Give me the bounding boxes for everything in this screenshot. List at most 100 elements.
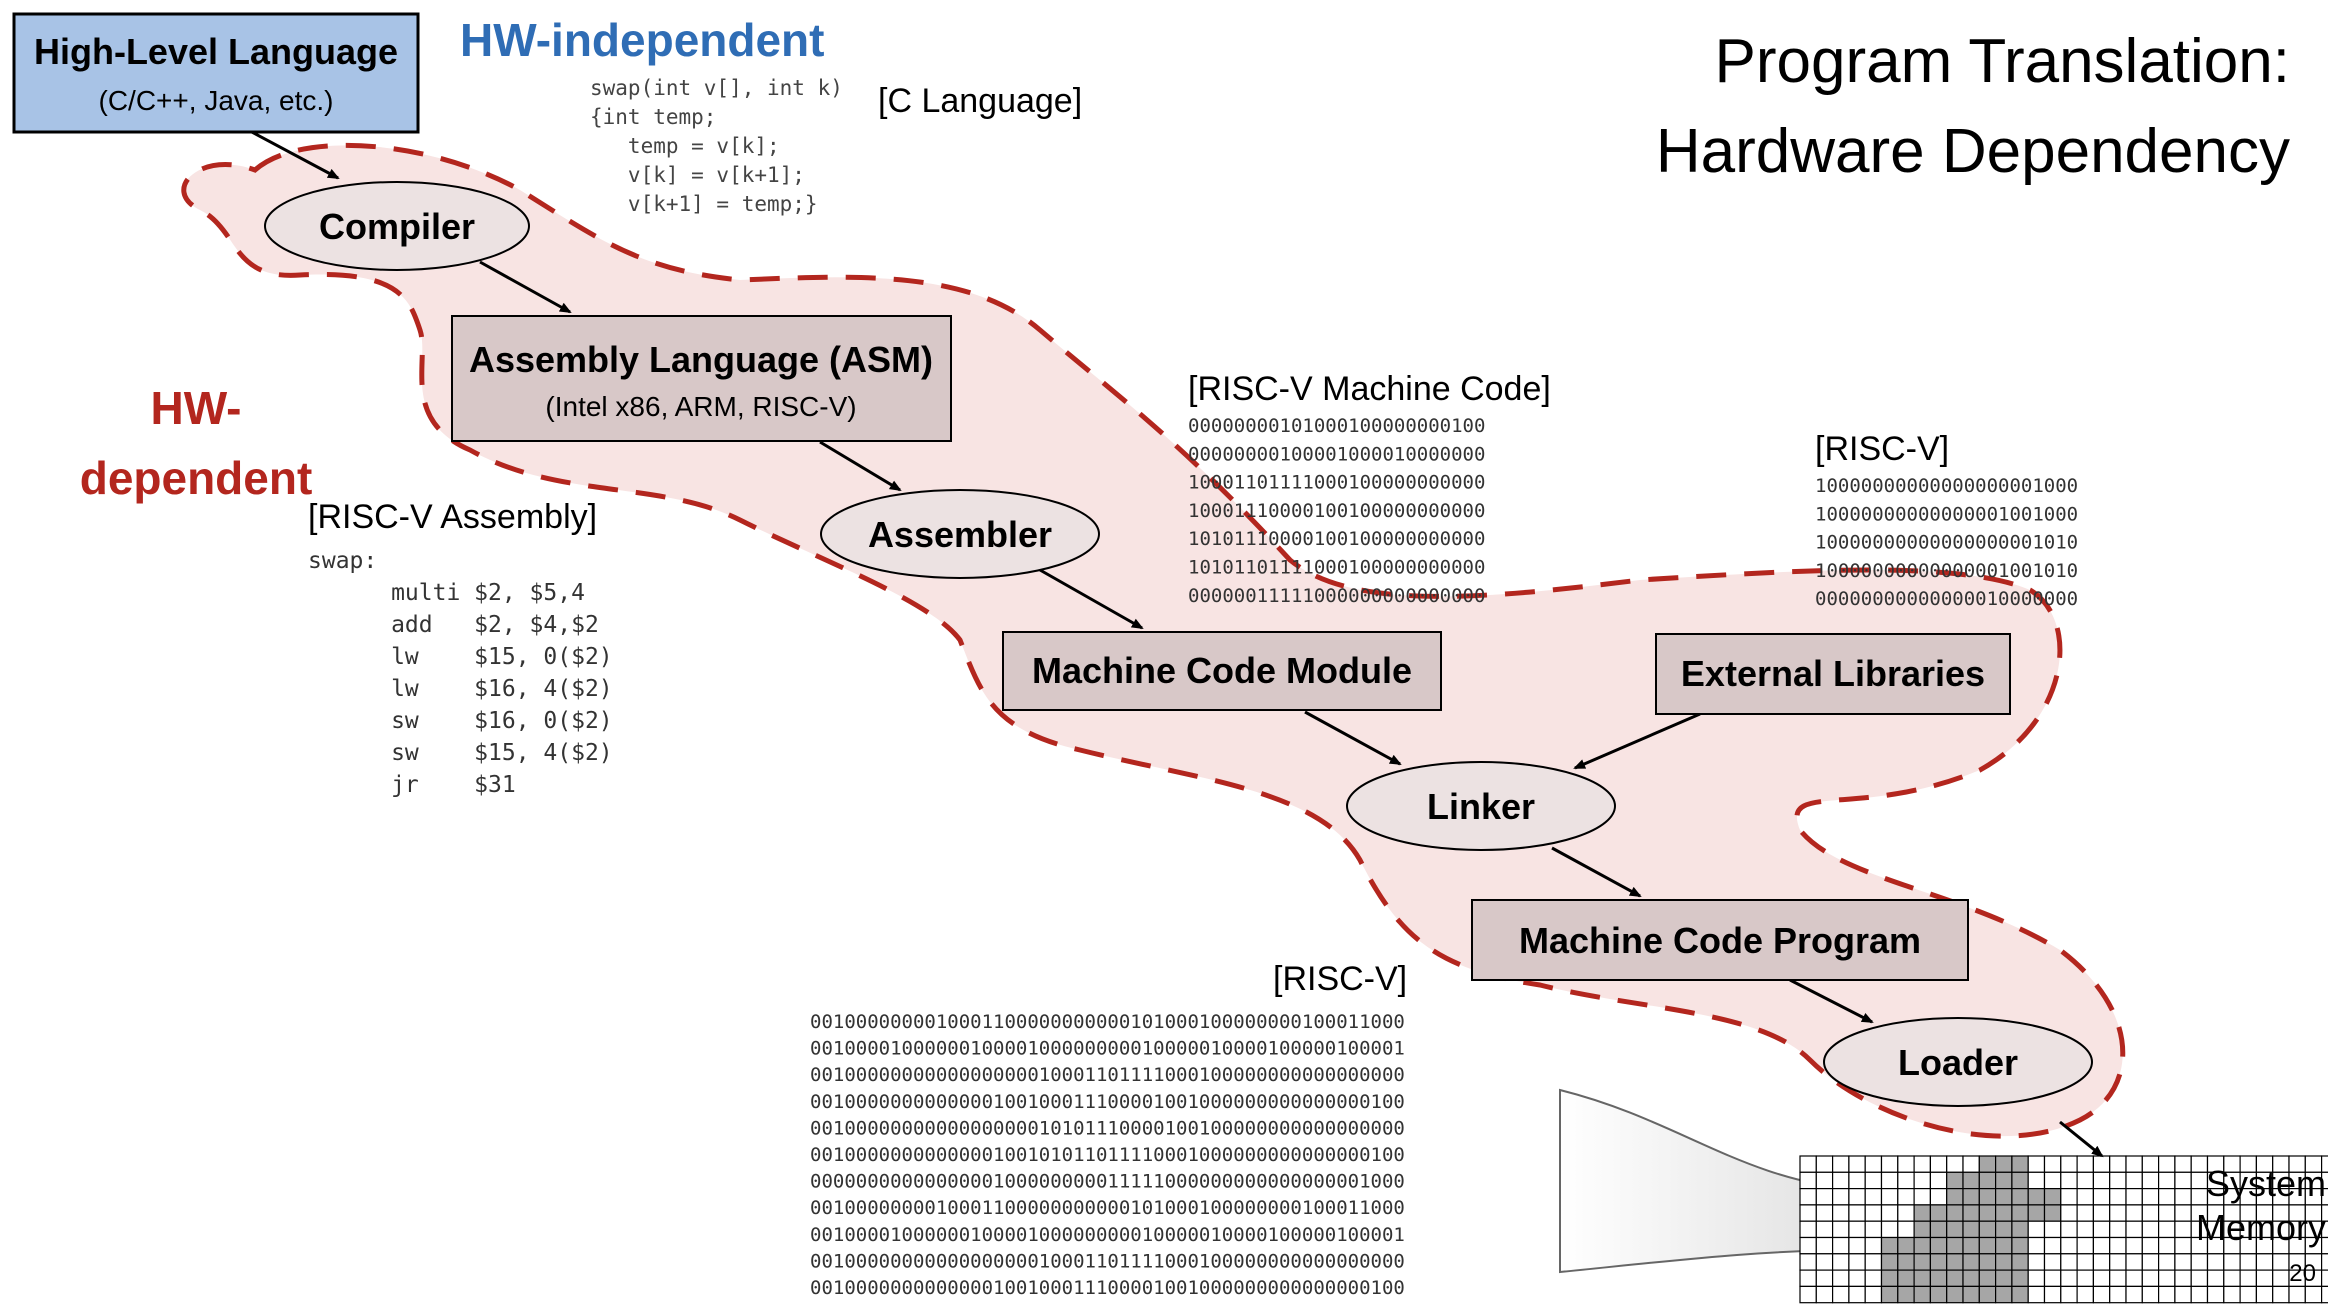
program-bits-line: 0010000000000000100100011100001001000000… [810, 1091, 1405, 1113]
memory-cell [1962, 1155, 1980, 1173]
memory-cell [1994, 1155, 2013, 1173]
memory-cell [2125, 1220, 2143, 1239]
memory-cell [1880, 1285, 1899, 1304]
memory-cell [1913, 1253, 1931, 1271]
memory-cell [2043, 1171, 2062, 1190]
assembler-label: Assembler [868, 514, 1052, 555]
memory-cell [2027, 1171, 2046, 1190]
memory-cell [1962, 1204, 1980, 1222]
program-bits-line: 0010000000010001100000000000101000100000… [810, 1011, 1405, 1033]
memory-cell [2174, 1171, 2192, 1190]
memory-cell [1913, 1204, 1931, 1222]
program-bits-line: 0010000100000010000100000000010000010000… [810, 1224, 1405, 1246]
memory-cell [2206, 1269, 2225, 1287]
memory-cell [2141, 1269, 2160, 1287]
memory-cell [1799, 1187, 1817, 1206]
memory-cell [2043, 1236, 2062, 1255]
memory-cell [1962, 1269, 1980, 1287]
memory-cell [2321, 1269, 2328, 1287]
memory-cell [2125, 1187, 2143, 1206]
hw-dependent-label-line1: HW- [150, 382, 241, 434]
memory-cell [2109, 1204, 2127, 1222]
memory-cell [2125, 1171, 2143, 1190]
library-bits-line: 10000000000000001001000 [1815, 503, 2078, 525]
memory-cell [2174, 1236, 2192, 1255]
memory-cell [2158, 1253, 2176, 1271]
memory-cell [1994, 1187, 2013, 1206]
memory-cell [2109, 1236, 2127, 1255]
memory-cell [1831, 1155, 1850, 1173]
memory-cell [2109, 1285, 2127, 1304]
machine-code-module-box: Machine Code Module [1002, 631, 1442, 711]
memory-cell [2011, 1220, 2029, 1239]
memory-cell [2321, 1187, 2328, 1206]
memory-cell [2141, 1187, 2160, 1206]
memory-cell [2043, 1220, 2062, 1239]
memory-cell [2109, 1220, 2127, 1239]
arrow-assembler-to-module [1039, 568, 1144, 630]
memory-cell [2174, 1285, 2192, 1304]
memory-cell [1799, 1220, 1817, 1239]
memory-cell [1978, 1155, 1997, 1173]
memory-cell [1815, 1253, 1834, 1271]
memory-cell [1880, 1204, 1899, 1222]
memory-cell [1848, 1236, 1866, 1255]
library-bits-line: 10000000000000001001010 [1815, 560, 2078, 582]
memory-cell [2092, 1253, 2111, 1271]
memory-cell [2321, 1285, 2328, 1304]
memory-cell [2125, 1204, 2143, 1222]
memory-cell [1978, 1285, 1997, 1304]
program-bits-line: 0010000000000000000010001101111000100000… [810, 1064, 1405, 1086]
memory-cell [2190, 1269, 2209, 1287]
memory-cell [1913, 1269, 1931, 1287]
memory-cell [1880, 1269, 1899, 1287]
c-source-line: {int temp; [590, 105, 716, 129]
library-bits-line: 10000000000000000001000 [1815, 475, 2078, 497]
assembly-line: multi $2, $5,4 [308, 580, 585, 606]
arrow-asm-to-assembler [819, 440, 902, 492]
memory-cell [1994, 1220, 2013, 1239]
memory-cell [1978, 1236, 1997, 1255]
linker-label: Linker [1427, 786, 1535, 827]
memory-cell [2174, 1155, 2192, 1173]
module-bits-line: 10101101111000100000000000 [1188, 557, 1485, 579]
program-bits-line: 0010000000000000100101011011110001000000… [810, 1144, 1405, 1166]
memory-cell [1831, 1220, 1850, 1239]
memory-cell [2109, 1155, 2127, 1173]
memory-cell [1831, 1253, 1850, 1271]
memory-cell [1848, 1171, 1866, 1190]
memory-cell [1815, 1285, 1834, 1304]
memory-cell [1929, 1253, 1948, 1271]
memory-cell [1897, 1285, 1915, 1304]
memory-cell [1897, 1204, 1915, 1222]
memory-cell [1962, 1236, 1980, 1255]
memory-cell [2321, 1204, 2328, 1222]
memory-cell [2141, 1285, 2160, 1304]
memory-cell [2060, 1269, 2078, 1287]
memory-cell [1815, 1269, 1834, 1287]
memory-cell [2076, 1171, 2095, 1190]
memory-cell [2321, 1220, 2328, 1239]
memory-cell [2076, 1236, 2095, 1255]
assembly-line: sw $16, 0($2) [308, 708, 613, 734]
program-bits-line: 0010000000000000000010101110000100100000… [810, 1117, 1405, 1139]
memory-cell [1864, 1253, 1883, 1271]
memory-cell [1962, 1220, 1980, 1239]
riscv-libraries-label: [RISC-V] [1815, 430, 1949, 468]
assembly-line: lw $15, 0($2) [308, 644, 613, 670]
riscv-machine-code-label: [RISC-V Machine Code] [1188, 370, 1551, 408]
memory-cell [1864, 1220, 1883, 1239]
memory-cell [1848, 1269, 1866, 1287]
memory-cell [2321, 1171, 2328, 1190]
memory-cell [1880, 1155, 1899, 1173]
assembly-line: lw $16, 4($2) [308, 676, 613, 702]
memory-cell [1799, 1285, 1817, 1304]
assembly-language-subtitle: (Intel x86, ARM, RISC-V) [545, 391, 856, 422]
memory-cell [2158, 1269, 2176, 1287]
memory-cell [1897, 1155, 1915, 1173]
memory-cell [1962, 1187, 1980, 1206]
memory-cell [2158, 1187, 2176, 1206]
memory-cell [2076, 1220, 2095, 1239]
memory-cell [1799, 1269, 1817, 1287]
